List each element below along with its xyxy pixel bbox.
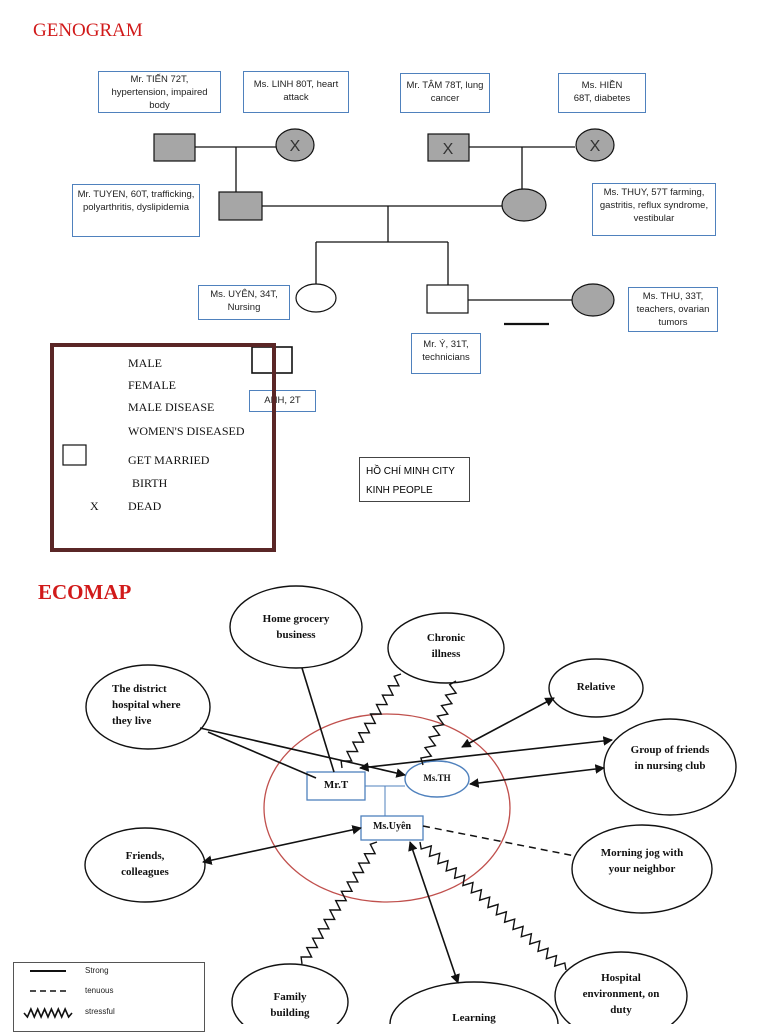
stress-link-uyen-family	[300, 841, 378, 965]
label-tuyen: Mr. TUYEN, 60T, trafficking, polyarthrit…	[72, 184, 200, 237]
hien-female-deceased-symbol	[575, 128, 615, 162]
tuyen-male-affected-symbol	[218, 191, 263, 221]
thu-female-affected-symbol	[571, 283, 615, 317]
node-grocery-ellipse	[229, 585, 363, 669]
label-tam: Mr. TÂM 78T, lung cancer	[400, 73, 490, 113]
tien-male-affected-symbol	[153, 133, 196, 162]
uyen-female-symbol	[295, 283, 337, 313]
node-hospital-district-label: The district hospital where they live	[112, 683, 181, 727]
linh-female-deceased-symbol	[275, 128, 315, 162]
node-hospital-env-ellipse	[554, 951, 688, 1024]
label-uyen: Ms. UYÊN, 34T, Nursing	[198, 285, 290, 320]
thuy-female-affected-symbol	[501, 188, 547, 222]
location-box: HỒ CHÍ MINH CITY KINH PEOPLE	[359, 457, 470, 502]
legend-tenuous-text: tenuous	[85, 986, 114, 995]
node-grocery-label: Home grocery business	[262, 613, 330, 641]
label-y: Mr. Ý, 31T, technicians	[411, 333, 481, 374]
legend-birth-text: BIRTH	[132, 476, 168, 490]
node-jog-label: Morning jog with your neighbor	[600, 847, 684, 875]
legend-male-text: MALE	[128, 356, 162, 370]
node-nursing-club-label: Group of friends in nursing club	[630, 744, 710, 772]
genogram-lines	[195, 146, 575, 301]
legend-male-disease-text: MALE DISEASE	[128, 400, 215, 414]
legend-female-text: FEMALE	[128, 378, 176, 392]
genogram-title: GENOGRAM	[33, 20, 143, 41]
node-chronic-ellipse	[387, 612, 505, 684]
ecomap-nodes	[84, 585, 737, 1024]
tam-male-deceased-symbol	[427, 133, 470, 162]
legend-women-disease-text: WOMEN'S DISEASED	[128, 424, 245, 438]
legend-stressful-zigzag	[23, 1006, 73, 1020]
label-hien: Ms. HIỀN 68T, diabetes	[558, 73, 646, 113]
node-ms-th-label: Ms.TH	[423, 773, 451, 783]
dead-mark-hien: X	[590, 138, 601, 155]
node-relative-label: Relative	[576, 681, 616, 693]
stressful-links	[300, 673, 567, 971]
node-learning-ellipse	[389, 981, 559, 1024]
location-ethnicity: KINH PEOPLE	[366, 485, 433, 496]
stress-link-uyen-hospital-env	[419, 841, 567, 971]
node-relative-ellipse	[548, 658, 644, 718]
ecomap-title: ECOMAP	[38, 580, 132, 604]
label-thuy: Ms. THUY, 57T farming, gastritis, reflux…	[592, 183, 716, 236]
genogram-legend	[50, 343, 276, 552]
node-family-label: Family building	[270, 991, 310, 1019]
node-hospital-env-label: Hospital environment, on duty	[582, 972, 660, 1016]
node-friends-ellipse	[84, 827, 206, 903]
label-linh: Ms. LINH 80T, heart attack	[243, 71, 349, 113]
node-chronic-label: Chronic illness	[426, 632, 466, 660]
label-tien: Mr. TIẾN 72T, hypertension, impaired bod…	[98, 71, 221, 113]
ecomap-legend	[13, 962, 205, 1032]
legend-stressful-text: stressful	[85, 1007, 115, 1016]
node-hospital-district-ellipse	[85, 664, 211, 750]
node-friends-label: Friends, colleagues	[121, 850, 169, 878]
stress-link-chronic-mr-t	[340, 673, 402, 769]
legend-dead-symbol: X	[90, 499, 99, 513]
dead-mark-tam: X	[443, 141, 454, 158]
node-mr-t-label: Mr.T	[323, 779, 349, 791]
label-thu: Ms. THU, 33T, teachers, ovarian tumors	[628, 287, 718, 332]
node-ms-uyen-label: Ms.Uyên	[372, 821, 412, 832]
dead-mark-linh: X	[290, 138, 301, 155]
family-internal-links	[365, 785, 405, 816]
y-male-symbol	[426, 284, 469, 314]
legend-married-text: GET MARRIED	[128, 453, 210, 467]
location-city: HỒ CHÍ MINH CITY	[366, 466, 455, 477]
legend-stressful-line	[23, 1006, 73, 1020]
node-family-ellipse	[231, 963, 349, 1024]
legend-dead-text: DEAD	[128, 499, 162, 513]
node-learning-label: Learning	[452, 1012, 496, 1024]
node-mr-t-box	[306, 771, 366, 801]
stress-link-chronic-ms-th	[420, 680, 458, 766]
family-boundary-circle	[263, 713, 511, 903]
legend-married-symbol	[62, 444, 87, 466]
tenuous-link	[422, 825, 576, 857]
legend-strong-text: Strong	[85, 966, 109, 975]
strong-links	[199, 667, 613, 984]
node-jog-ellipse	[571, 824, 713, 914]
label-anh: ANH, 2T	[249, 390, 316, 412]
